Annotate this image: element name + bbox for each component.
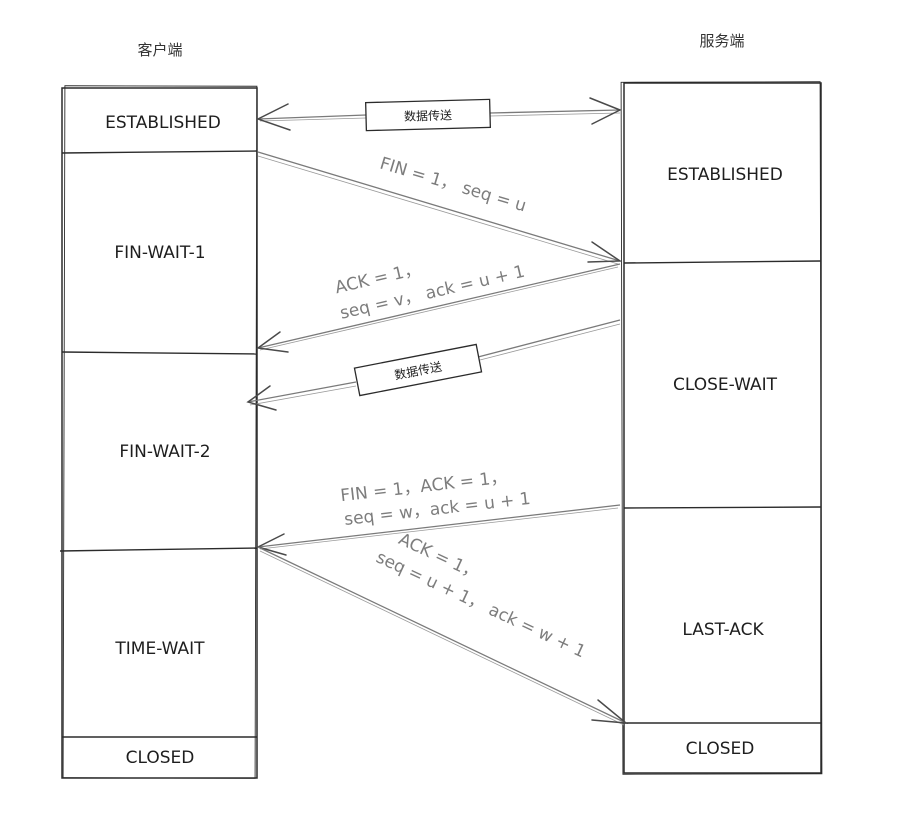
client-state-closed: CLOSED bbox=[126, 748, 195, 768]
arrowhead-right bbox=[589, 97, 622, 125]
arrowhead-left bbox=[256, 103, 291, 131]
server-state-close-wait: CLOSE-WAIT bbox=[673, 375, 778, 395]
arrowhead-left bbox=[246, 385, 277, 411]
server-divider bbox=[623, 506, 822, 509]
fin-arrow-client-to-server: FIN = 1， seq = u bbox=[257, 151, 623, 265]
server-state-established: ESTABLISHED bbox=[667, 165, 783, 185]
server-column bbox=[620, 81, 823, 775]
arrowhead-right bbox=[591, 699, 629, 724]
client-state-time-wait: TIME-WAIT bbox=[114, 639, 205, 659]
final-ack-arrow-client-to-server: ACK = 1， seq = u + 1， ack = w + 1 bbox=[257, 529, 629, 726]
server-header: 服务端 bbox=[699, 32, 744, 50]
client-divider bbox=[61, 351, 258, 355]
client-divider bbox=[61, 150, 258, 154]
data-transfer-tag bbox=[364, 98, 492, 132]
data-transfer-arrow-2: 数据传送 bbox=[246, 319, 621, 411]
client-header: 客户端 bbox=[137, 41, 182, 59]
fin-ack-arrow-server-to-client: FIN = 1，ACK = 1， seq = w，ack = u + 1 bbox=[255, 467, 621, 556]
data-transfer-arrow-1: 数据传送 bbox=[256, 97, 622, 132]
arrowhead-left bbox=[256, 331, 289, 353]
server-state-closed: CLOSED bbox=[686, 739, 755, 759]
client-column bbox=[59, 85, 258, 779]
client-state-established: ESTABLISHED bbox=[105, 113, 221, 133]
data-transfer-tag-label: 数据传送 bbox=[404, 107, 452, 123]
client-state-fin-wait-2: FIN-WAIT-2 bbox=[119, 442, 210, 462]
client-state-fin-wait-1: FIN-WAIT-1 bbox=[114, 243, 205, 263]
arrowhead-right bbox=[587, 241, 623, 263]
fin-message: FIN = 1， seq = u bbox=[377, 154, 528, 217]
client-divider bbox=[59, 547, 258, 552]
server-state-last-ack: LAST-ACK bbox=[682, 620, 764, 640]
data-transfer-tag bbox=[353, 343, 483, 397]
server-divider bbox=[623, 260, 822, 264]
